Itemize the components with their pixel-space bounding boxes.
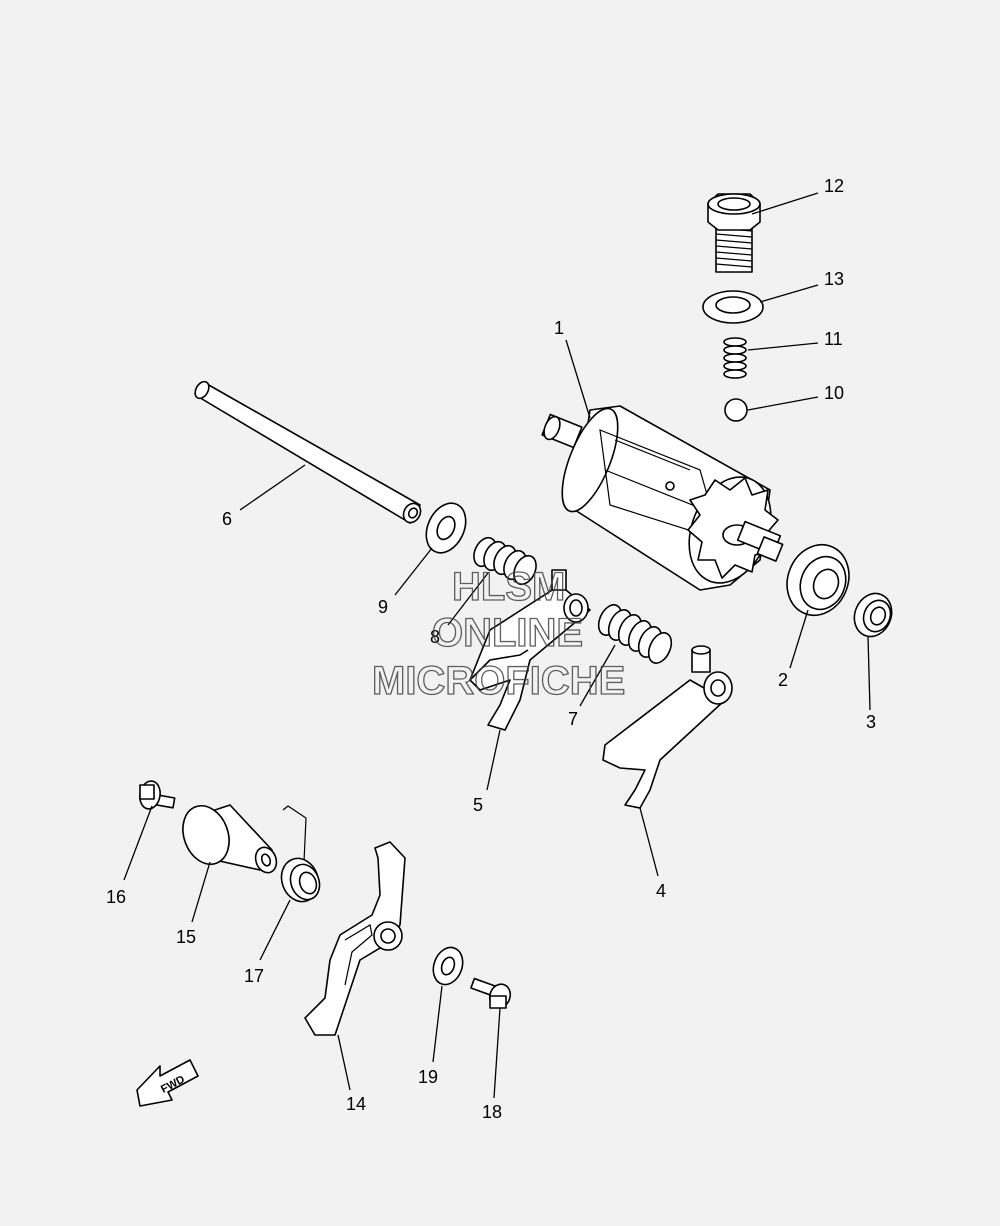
callout-15: 15 — [176, 927, 196, 947]
detent-ball-part — [724, 398, 748, 422]
callout-9: 9 — [378, 597, 388, 617]
fwd-arrow-icon: FWD — [136, 1059, 199, 1107]
callout-3: 3 — [866, 712, 876, 732]
hex-bolt-part — [707, 193, 761, 273]
fork-spring-lower-part — [597, 604, 673, 664]
guide-bar-part — [194, 380, 422, 524]
callout-18: 18 — [482, 1102, 502, 1122]
shift-fork-lower-part — [602, 645, 733, 809]
collar-part — [182, 804, 278, 874]
callout-7: 7 — [568, 709, 578, 729]
callout-10: 10 — [824, 383, 844, 403]
callout-14: 14 — [346, 1094, 366, 1114]
watermark-line-2: ONLINE — [432, 611, 583, 655]
washer-part — [702, 290, 764, 324]
callout-16: 16 — [106, 887, 126, 907]
callout-17: 17 — [244, 966, 264, 986]
fork-spring-upper-part — [473, 536, 537, 586]
watermark: HLSM ONLINE MICROFICHE — [371, 564, 626, 703]
lever-bolt-part — [470, 977, 512, 1009]
callout-1: 1 — [554, 318, 564, 338]
callout-6: 6 — [222, 509, 232, 529]
shift-lever-part — [304, 841, 406, 1036]
callout-numbers: 12 13 11 10 1 6 9 8 7 5 4 2 3 16 15 17 1… — [106, 176, 876, 1122]
shift-drum-part — [541, 405, 784, 591]
bearing-part — [786, 543, 850, 617]
watermark-line-1: HLSM — [452, 565, 565, 609]
watermark-line-3: MICROFICHE — [372, 659, 625, 703]
torsion-spring-part — [280, 805, 321, 903]
shift-fork-upper-part — [469, 569, 591, 731]
callout-5: 5 — [473, 795, 483, 815]
callout-19: 19 — [418, 1067, 438, 1087]
detent-spring-part — [723, 337, 747, 379]
callout-8: 8 — [430, 627, 440, 647]
lever-washer-part — [432, 946, 464, 986]
callout-2: 2 — [778, 670, 788, 690]
callout-4: 4 — [656, 881, 666, 901]
guide-bar-washer-part — [425, 502, 467, 554]
leader-lines — [123, 192, 871, 1099]
callout-12: 12 — [824, 176, 844, 196]
callout-11: 11 — [824, 329, 843, 349]
collar-bolt-part — [139, 780, 176, 810]
callout-13: 13 — [824, 269, 844, 289]
small-bearing-part — [853, 592, 893, 638]
